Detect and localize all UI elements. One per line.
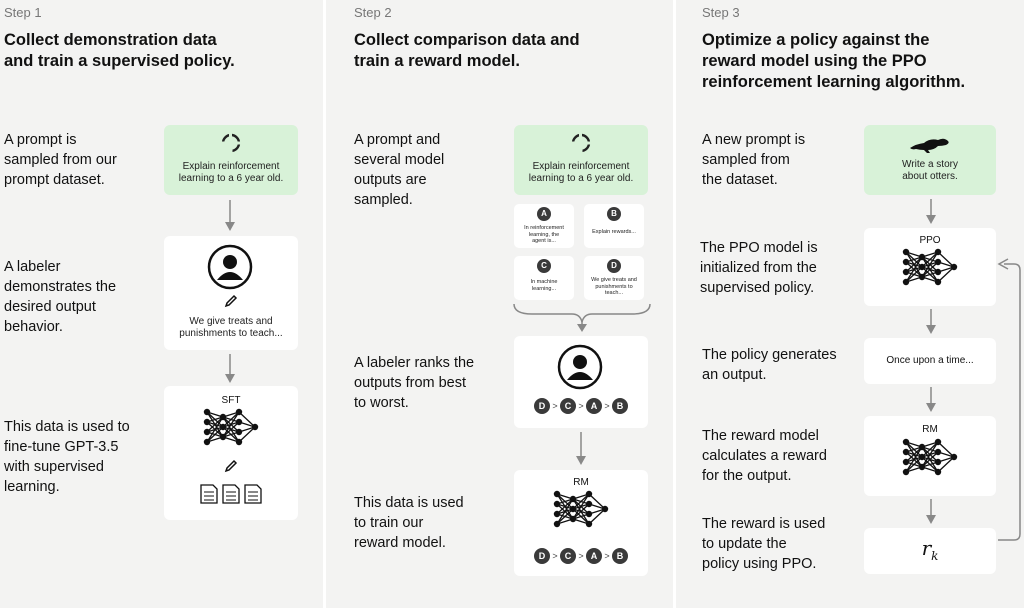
reward-symbol: rk (864, 536, 996, 563)
output-card-c: C In machine learning... (514, 256, 574, 300)
rank-separator: > (604, 551, 610, 561)
step3-desc-reward: The reward model calculates a reward for… (702, 428, 827, 484)
person-icon (557, 344, 603, 395)
step3-desc-prompt: A new prompt is sampled from the dataset… (702, 132, 806, 188)
otter-icon (908, 134, 952, 159)
step1-prompt-text: Explain reinforcement learning to a 6 ye… (178, 161, 284, 184)
pencil-icon (224, 294, 238, 313)
rank-separator: > (578, 551, 584, 561)
reward-variable: r (921, 536, 932, 560)
step3-label: Step 3 (702, 5, 740, 20)
arrow-down-icon (224, 354, 236, 389)
step2-desc-sample: A prompt and several model outputs are s… (354, 132, 445, 208)
panel-divider (323, 0, 326, 608)
step3-panel: Step 3 Optimize a policy against the rew… (676, 0, 1024, 608)
output-card-b: B Explain rewards... (584, 204, 644, 248)
step1-panel: Step 1 Collect demonstration data and tr… (0, 0, 323, 608)
step2-prompt-text: Explain reinforcement learning to a 6 ye… (528, 161, 634, 184)
panel-divider (673, 0, 676, 608)
step3-desc-update: The reward is used to update the policy … (702, 516, 826, 572)
document-icon (200, 483, 264, 510)
arrow-down-icon (925, 309, 937, 340)
rank-separator: > (604, 401, 610, 411)
arrow-down-icon (925, 387, 937, 418)
pencil-icon (224, 459, 238, 478)
step2-label: Step 2 (354, 5, 392, 20)
step1-desc-demo: A labeler demonstrates the desired outpu… (4, 259, 117, 335)
output-text: In reinforcement learning, the agent is.… (524, 225, 564, 244)
neural-network-icon (553, 490, 609, 535)
person-icon (207, 244, 253, 295)
step3-ppo-label: PPO (919, 235, 941, 246)
step3-reward-card: rk (864, 528, 996, 574)
step1-demo-text: We give treats and punishments to teach.… (179, 316, 283, 339)
neural-network-icon (203, 408, 259, 453)
output-text: In machine learning... (530, 279, 558, 292)
step1-label: Step 1 (4, 5, 42, 20)
step3-title: Optimize a policy against the reward mod… (702, 31, 966, 91)
step1-model-label: SFT (221, 395, 241, 406)
step3-desc-generate: The policy generates an output. (702, 347, 837, 383)
step2-rm-card: RM D > C > A > B (514, 470, 648, 576)
step1-prompt-card: Explain reinforcement learning to a 6 ye… (164, 125, 298, 195)
step3-rm-label: RM (922, 424, 938, 435)
arrow-down-icon (575, 432, 587, 471)
rank-item: A (586, 398, 602, 414)
output-text: Explain rewards... (592, 229, 636, 235)
step1-desc-finetune: This data is used to fine-tune GPT-3.5 w… (4, 419, 130, 495)
rank-item: A (586, 548, 602, 564)
step2-desc-rank: A labeler ranks the outputs from best to… (354, 355, 475, 411)
ranking-row: D > C > A > B (514, 548, 648, 564)
neural-network-icon (902, 438, 958, 483)
arrow-down-icon (224, 200, 236, 237)
cycle-icon (221, 133, 241, 158)
step2-panel: Step 2 Collect comparison data and train… (326, 0, 673, 608)
rank-separator: > (552, 401, 558, 411)
ranking-row: D > C > A > B (514, 398, 648, 414)
step2-model-label: RM (573, 477, 589, 488)
step2-title: Collect comparison data and train a rewa… (354, 31, 580, 70)
step2-labeler-card: D > C > A > B (514, 336, 648, 428)
reward-subscript: k (931, 549, 939, 563)
rank-item: D (534, 548, 550, 564)
step1-demo-card: We give treats and punishments to teach.… (164, 236, 298, 350)
output-card-a: A In reinforcement learning, the agent i… (514, 204, 574, 248)
output-letter: D (607, 259, 621, 273)
output-letter: A (537, 207, 551, 221)
step2-prompt-card: Explain reinforcement learning to a 6 ye… (514, 125, 648, 195)
cycle-icon (571, 133, 591, 158)
step3-output-text: Once upon a time... (886, 355, 974, 366)
step3-desc-init: The PPO model is initialized from the su… (700, 240, 818, 296)
step3-prompt-text: Write a story about otters. (902, 159, 958, 182)
rank-separator: > (552, 551, 558, 561)
arrow-down-icon (925, 499, 937, 530)
step2-desc-train: This data is used to train our reward mo… (354, 495, 464, 551)
output-text: We give treats and punishments to teach.… (591, 277, 637, 296)
output-card-d: D We give treats and punishments to teac… (584, 256, 644, 300)
output-letter: B (607, 207, 621, 221)
step3-ppo-card: PPO (864, 228, 996, 306)
step1-desc-prompt: A prompt is sampled from our prompt data… (4, 132, 117, 188)
rank-item: D (534, 398, 550, 414)
step1-title: Collect demonstration data and train a s… (4, 31, 235, 70)
step3-output-card: Once upon a time... (864, 338, 996, 384)
rank-item: B (612, 548, 628, 564)
rank-item: B (612, 398, 628, 414)
step3-rm-card: RM (864, 416, 996, 496)
output-letter: C (537, 259, 551, 273)
rank-separator: > (578, 401, 584, 411)
neural-network-icon (902, 248, 958, 293)
brace-connector (512, 302, 652, 337)
arrow-down-icon (925, 199, 937, 230)
rank-item: C (560, 548, 576, 564)
rank-item: C (560, 398, 576, 414)
step1-sft-card: SFT (164, 386, 298, 520)
loop-arrow-icon (997, 258, 1024, 553)
step3-prompt-card: Write a story about otters. (864, 125, 996, 195)
